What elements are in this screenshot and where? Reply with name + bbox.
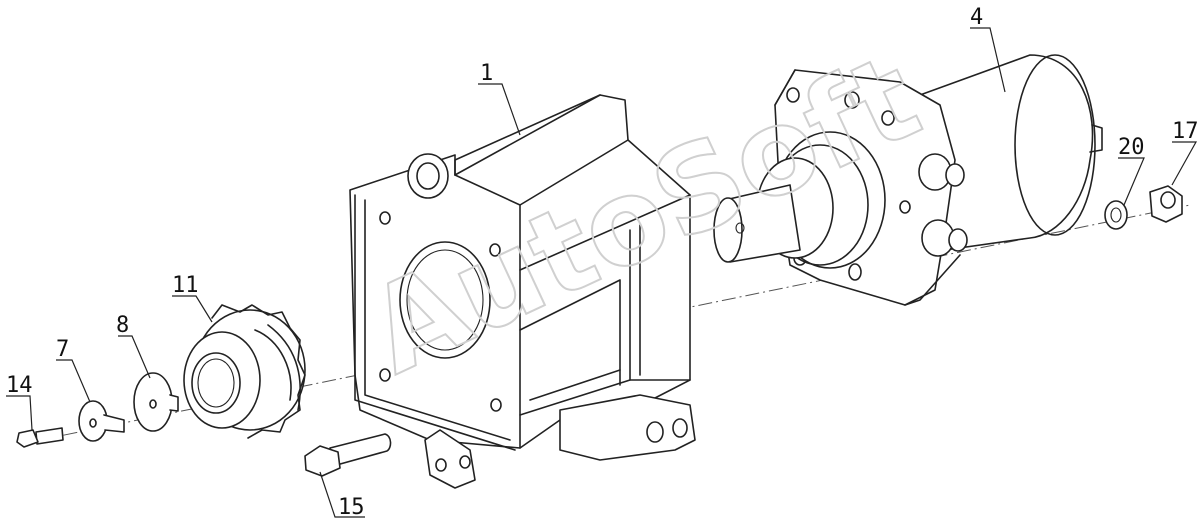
leader-20 bbox=[1118, 157, 1145, 206]
leader-1 bbox=[478, 83, 521, 136]
part-8-washer bbox=[133, 372, 179, 432]
part-15-bolt bbox=[304, 433, 392, 477]
part-11-gear bbox=[183, 304, 306, 439]
leader-17 bbox=[1171, 141, 1198, 186]
leader-11 bbox=[172, 295, 213, 323]
callout-4: 4 bbox=[970, 5, 983, 30]
leader-4 bbox=[970, 27, 1006, 93]
part-4-motor bbox=[713, 54, 1103, 306]
part-14-bolt bbox=[16, 427, 64, 448]
leader-8 bbox=[118, 335, 151, 379]
callout-15: 15 bbox=[338, 495, 365, 520]
callout-1: 1 bbox=[480, 61, 493, 86]
part-20-spring-washer bbox=[1104, 200, 1128, 230]
callout-7: 7 bbox=[56, 337, 69, 362]
leader-15 bbox=[319, 471, 365, 518]
callout-14: 14 bbox=[6, 373, 33, 398]
callout-20: 20 bbox=[1118, 135, 1145, 160]
part-1-housing bbox=[349, 94, 696, 489]
callout-8: 8 bbox=[116, 313, 129, 338]
callout-11: 11 bbox=[172, 273, 199, 298]
callout-17: 17 bbox=[1172, 119, 1199, 144]
part-17-nut bbox=[1149, 185, 1183, 223]
part-7-lock-washer bbox=[78, 400, 125, 442]
leader-14 bbox=[6, 395, 33, 431]
leader-7 bbox=[56, 359, 91, 403]
